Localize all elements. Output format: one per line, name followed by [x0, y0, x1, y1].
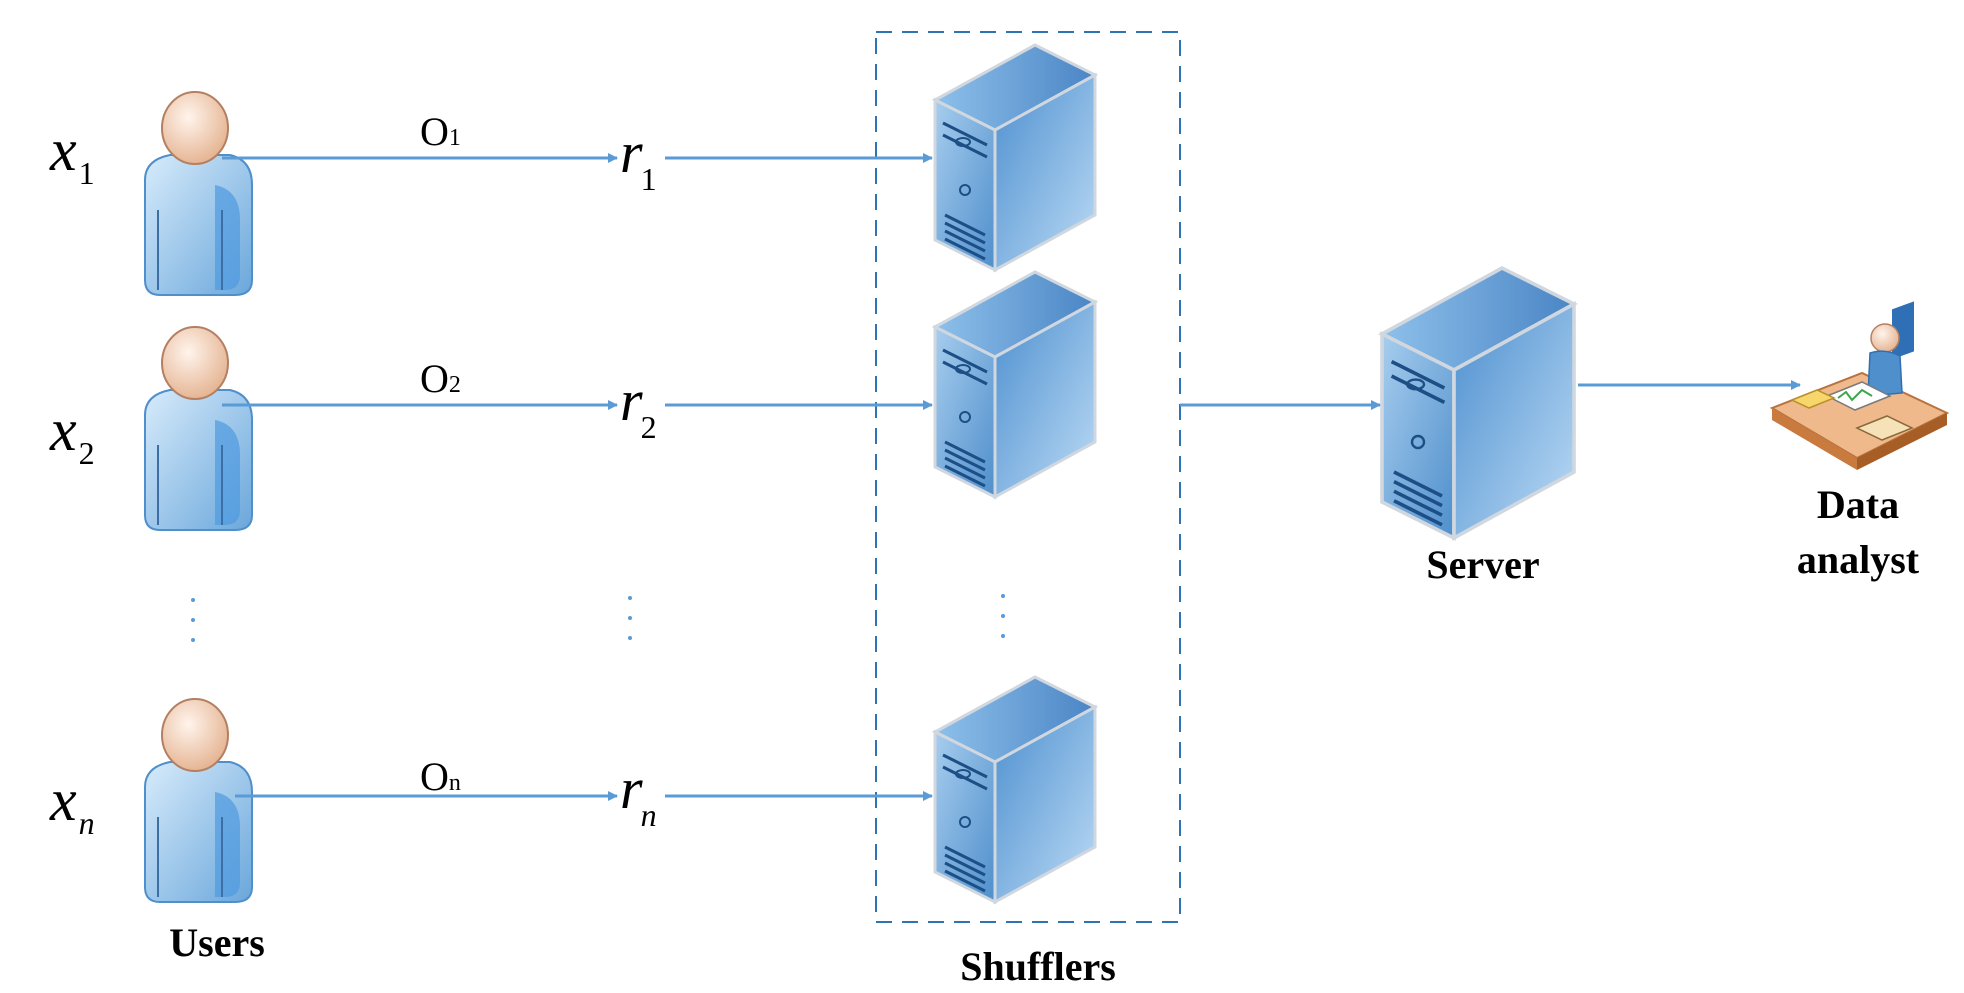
arrows [222, 153, 1801, 801]
operator-label-n: On [420, 754, 461, 799]
operator-label-2: O2 [420, 356, 461, 401]
x-label-n: xn [49, 767, 95, 841]
shufflers-label: Shufflers [960, 944, 1116, 989]
user-person-icon [144, 91, 253, 296]
server-tower-icon [931, 43, 1099, 273]
server-tower-icon [931, 675, 1099, 905]
vertical-ellipsis [191, 594, 1005, 642]
user-person-icon [144, 698, 253, 903]
data-analyst-desk-icon [1769, 301, 1950, 470]
server-label: Server [1426, 542, 1539, 587]
users-label: Users [169, 920, 265, 965]
operator-label-1: O1 [420, 109, 461, 154]
analyst-label-line1: Data [1817, 482, 1899, 527]
r-label-n: rn [620, 756, 657, 833]
x-label-2: x2 [49, 397, 95, 471]
x-label-1: x1 [49, 117, 95, 191]
user-person-icon [144, 326, 253, 531]
server-tower-icon [1378, 265, 1578, 542]
r-label-1: r1 [620, 120, 657, 197]
server-tower-icon [931, 270, 1099, 500]
r-label-2: r2 [620, 368, 657, 445]
analyst-label-line2: analyst [1797, 537, 1920, 582]
